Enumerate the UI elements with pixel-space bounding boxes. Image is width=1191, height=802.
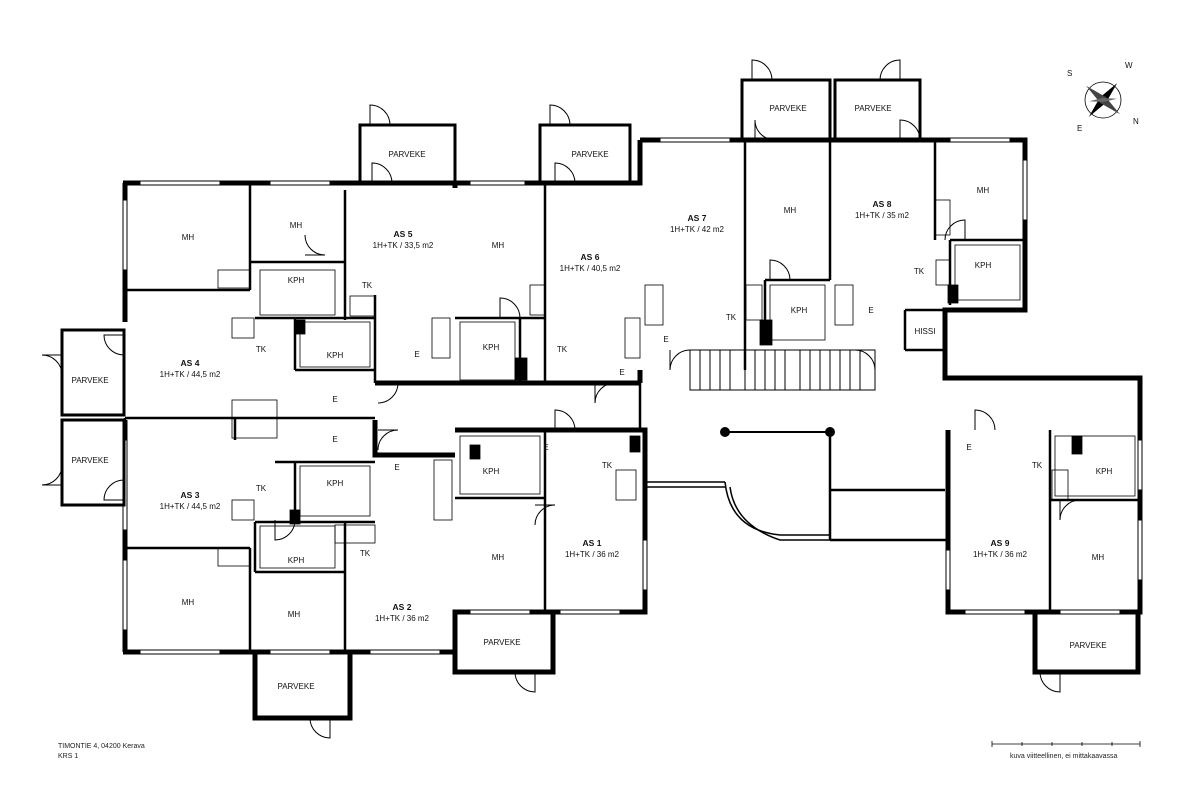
room-tk: TK — [256, 345, 267, 354]
room-tk: TK — [256, 484, 267, 493]
room-kph: KPH — [288, 276, 305, 285]
apartment-label-as7: AS 7 — [688, 213, 707, 223]
apartment-size-as9: 1H+TK / 36 m2 — [973, 550, 1028, 559]
compass-e: E — [1077, 124, 1082, 133]
room-parveke: PARVEKE — [277, 682, 314, 691]
apartment-label-as9: AS 9 — [991, 538, 1010, 548]
room-e: E — [663, 335, 668, 344]
apartment-size-as3: 1H+TK / 44,5 m2 — [160, 502, 221, 511]
address-text: TIMONTIE 4, 04200 Kerava — [58, 743, 145, 750]
room-e: E — [619, 368, 624, 377]
room-tk: TK — [360, 549, 371, 558]
apartment-size-as4: 1H+TK / 44,5 m2 — [160, 370, 221, 379]
room-kph: KPH — [975, 261, 992, 270]
room-mh: MH — [784, 206, 797, 215]
room-parveke: PARVEKE — [769, 104, 806, 113]
compass-icon — [1084, 81, 1122, 119]
interior-walls — [123, 140, 1140, 652]
room-tk: TK — [1032, 461, 1043, 470]
apartment-label-as6: AS 6 — [581, 252, 600, 262]
room-tk: TK — [726, 313, 737, 322]
room-parveke: PARVEKE — [1069, 641, 1106, 650]
room-parveke: PARVEKE — [71, 376, 108, 385]
room-parveke: PARVEKE — [388, 150, 425, 159]
room-mh: MH — [1092, 553, 1105, 562]
scale-note: kuva viitteellinen, ei mittakaavassa — [1010, 753, 1118, 760]
apartment-size-as5: 1H+TK / 33,5 m2 — [373, 241, 434, 250]
room-kph: KPH — [288, 556, 305, 565]
apartment-size-as7: 1H+TK / 42 m2 — [670, 225, 725, 234]
room-kph: KPH — [327, 351, 344, 360]
apartment-label-as8: AS 8 — [873, 199, 892, 209]
floor-text: KRS 1 — [58, 753, 79, 760]
apartment-label-as2: AS 2 — [393, 602, 412, 612]
room-kph: KPH — [483, 343, 500, 352]
room-kph: KPH — [483, 467, 500, 476]
apartment-label-as3: AS 3 — [181, 490, 200, 500]
room-e: E — [332, 395, 337, 404]
column-marker — [825, 427, 835, 437]
apartment-size-as8: 1H+TK / 35 m2 — [855, 211, 910, 220]
room-mh: MH — [492, 553, 505, 562]
apartment-size-as6: 1H+TK / 40,5 m2 — [560, 264, 621, 273]
outer-walls — [122, 137, 1143, 721]
compass-w: W — [1125, 61, 1133, 70]
room-mh: MH — [977, 186, 990, 195]
room-parveke: PARVEKE — [854, 104, 891, 113]
room-parveke: PARVEKE — [483, 638, 520, 647]
room-mh: MH — [290, 221, 303, 230]
apartment-size-as1: 1H+TK / 36 m2 — [565, 550, 620, 559]
room-e: E — [543, 443, 548, 452]
room-mh: MH — [492, 241, 505, 250]
compass-rose: W N S E — [1067, 61, 1139, 133]
fixtures — [217, 199, 1136, 569]
windows — [122, 137, 1143, 655]
staircase — [689, 349, 876, 391]
room-kph: KPH — [327, 479, 344, 488]
room-tk: TK — [602, 461, 613, 470]
room-tk: TK — [914, 267, 925, 276]
column-marker — [720, 427, 730, 437]
apartment-label-as4: AS 4 — [181, 358, 200, 368]
room-tk: TK — [557, 345, 568, 354]
room-e: E — [966, 443, 971, 452]
room-e: E — [868, 306, 873, 315]
room-hissi: HISSI — [915, 327, 936, 336]
room-kph: KPH — [791, 306, 808, 315]
room-mh: MH — [182, 233, 195, 242]
room-e: E — [394, 463, 399, 472]
apartment-size-as2: 1H+TK / 36 m2 — [375, 614, 430, 623]
compass-n: N — [1133, 117, 1139, 126]
room-tk: TK — [362, 281, 373, 290]
room-mh: MH — [288, 610, 301, 619]
curved-glazing — [645, 431, 830, 541]
balconies — [60, 78, 922, 507]
apartment-label-as1: AS 1 — [583, 538, 602, 548]
room-mh: MH — [182, 598, 195, 607]
room-e: E — [414, 350, 419, 359]
room-parveke: PARVEKE — [571, 150, 608, 159]
footer-info: TIMONTIE 4, 04200 Kerava KRS 1 — [58, 742, 145, 762]
compass-s: S — [1067, 69, 1072, 78]
apartment-label-as5: AS 5 — [394, 229, 413, 239]
room-e: E — [332, 435, 337, 444]
room-kph: KPH — [1096, 467, 1113, 476]
scale-bar — [991, 741, 1141, 747]
door-swings — [41, 59, 1081, 739]
room-parveke: PARVEKE — [71, 456, 108, 465]
